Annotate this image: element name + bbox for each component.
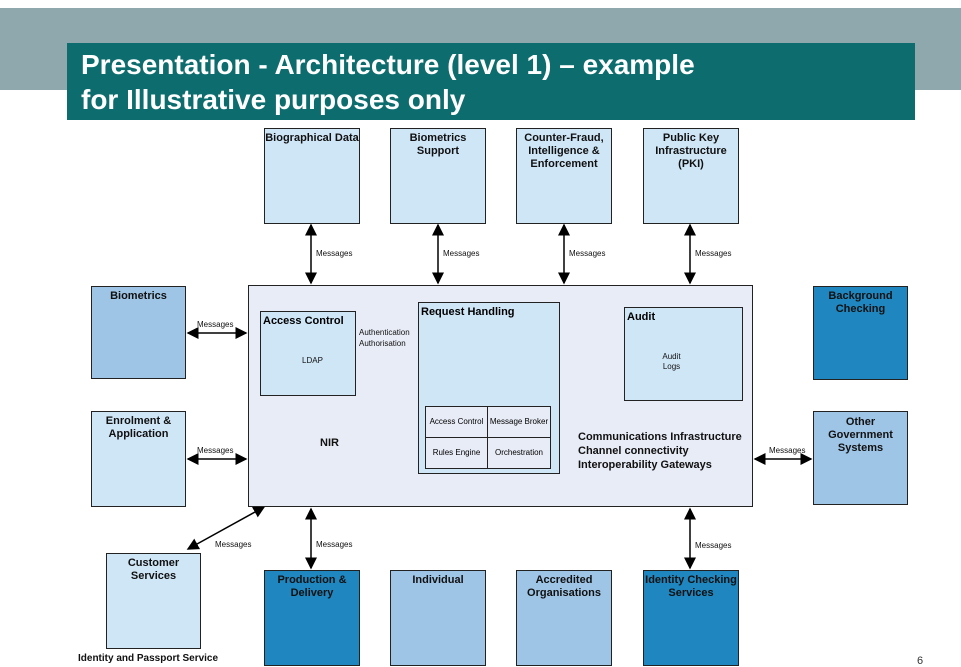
- messages-label: Messages: [197, 320, 234, 329]
- box-individual[interactable]: Individual: [390, 570, 486, 666]
- audit-logs-label: Audit Logs: [662, 352, 681, 371]
- messages-label: Messages: [197, 446, 234, 455]
- comms-line-2: Channel connectivity: [578, 445, 689, 457]
- box-background-checking[interactable]: Background Checking: [813, 286, 908, 380]
- box-other-government-systems[interactable]: Other Government Systems: [813, 411, 908, 505]
- box-counter-fraud[interactable]: Counter-Fraud, Intelligence & Enforcemen…: [516, 128, 612, 224]
- arrow-customer-services: [186, 506, 266, 550]
- box-biometrics-support[interactable]: Biometrics Support: [390, 128, 486, 224]
- access-control-box[interactable]: Access Control: [260, 311, 356, 396]
- page-number: 6: [917, 655, 924, 667]
- messages-label: Messages: [695, 249, 732, 258]
- ldap-label: LDAP: [302, 356, 323, 365]
- box-biometrics[interactable]: Biometrics: [91, 286, 186, 379]
- footer-organisation: Identity and Passport Service: [78, 653, 219, 664]
- nir-label: NIR: [320, 437, 339, 449]
- cell-access-control[interactable]: Access Control: [425, 406, 488, 438]
- box-enrolment-application[interactable]: Enrolment & Application: [91, 411, 186, 507]
- audit-title: Audit: [627, 311, 656, 323]
- messages-label: Messages: [569, 249, 606, 258]
- title-line-2: for Illustrative purposes only: [81, 84, 466, 115]
- header-top-strip: [0, 0, 961, 8]
- box-identity-checking-services[interactable]: Identity Checking Services: [643, 570, 739, 666]
- auth-label-1: Authentication: [359, 328, 410, 337]
- comms-line-1: Communications Infrastructure: [578, 431, 742, 443]
- slide-title: Presentation - Architecture (level 1) – …: [67, 43, 915, 120]
- access-control-title: Access Control: [263, 315, 344, 327]
- box-biographical-data[interactable]: Biographical Data: [264, 128, 360, 224]
- box-production-delivery[interactable]: Production & Delivery: [264, 570, 360, 666]
- messages-label: Messages: [316, 540, 353, 549]
- cell-orchestration[interactable]: Orchestration: [487, 437, 551, 469]
- messages-label: Messages: [769, 446, 806, 455]
- messages-label: Messages: [215, 540, 252, 549]
- request-handling-title: Request Handling: [421, 306, 515, 318]
- messages-label: Messages: [316, 249, 353, 258]
- cell-message-broker[interactable]: Message Broker: [487, 406, 551, 438]
- box-accredited-organisations[interactable]: Accredited Organisations: [516, 570, 612, 666]
- cell-rules-engine[interactable]: Rules Engine: [425, 437, 488, 469]
- title-line-1: Presentation - Architecture (level 1) – …: [81, 49, 695, 80]
- messages-label: Messages: [443, 249, 480, 258]
- audit-box[interactable]: Audit: [624, 307, 743, 401]
- box-customer-services[interactable]: Customer Services: [106, 553, 201, 649]
- auth-label-2: Authorisation: [359, 339, 406, 348]
- box-pki[interactable]: Public Key Infrastructure (PKI): [643, 128, 739, 224]
- comms-line-3: Interoperability Gateways: [578, 459, 712, 471]
- messages-label: Messages: [695, 541, 732, 550]
